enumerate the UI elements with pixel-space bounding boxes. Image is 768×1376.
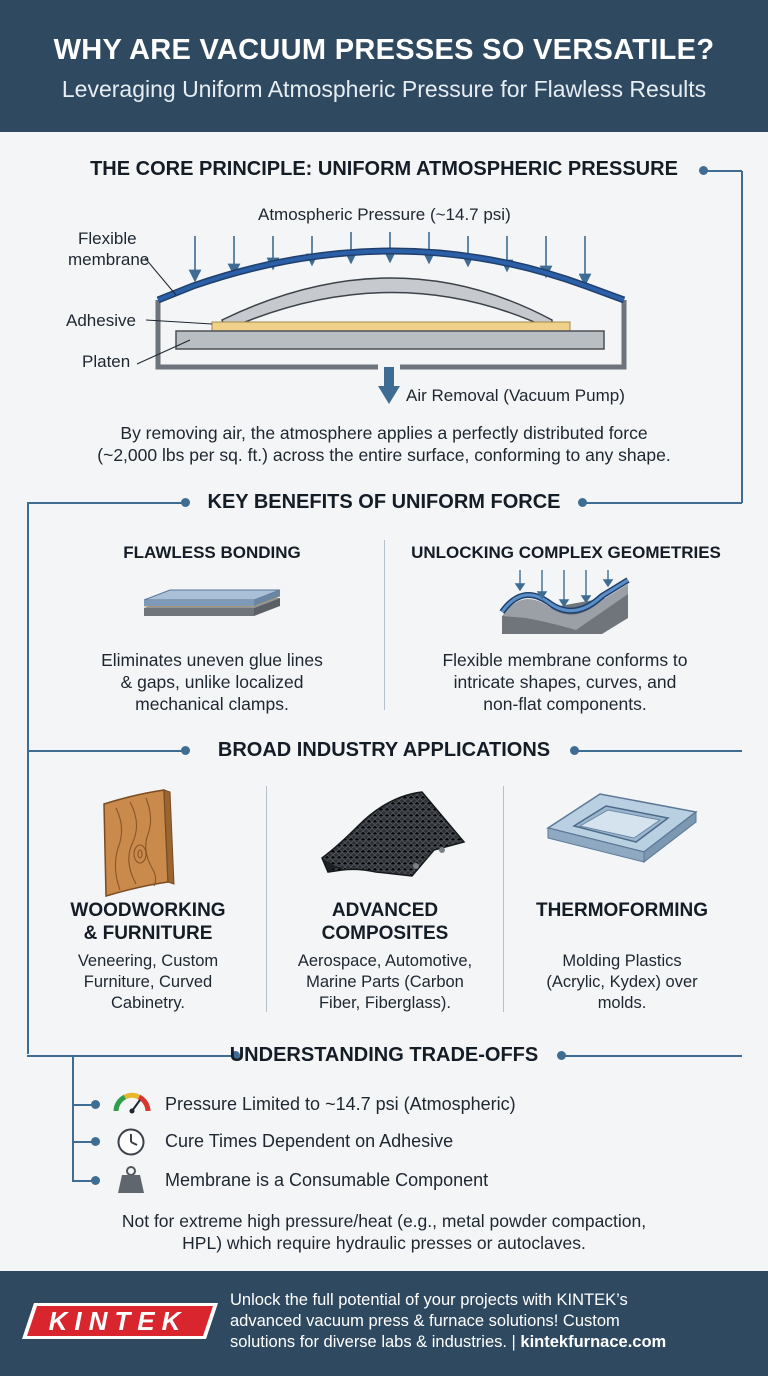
benefit-title-bonding: FLAWLESS BONDING (123, 543, 301, 562)
benefits-title-dot-right (578, 498, 587, 507)
app-woodworking-name-line2: & FURNITURE (83, 923, 213, 944)
tradeoffs-title-dot-right (557, 1051, 566, 1060)
adhesive-label: Adhesive (66, 311, 136, 330)
weight-icon (118, 1166, 144, 1193)
app-woodworking-desc-line2: Furniture, Curved (83, 973, 213, 991)
flexible-membrane-label-line2: membrane (68, 250, 150, 269)
right-connector-top (705, 170, 742, 172)
apps-line-right (576, 750, 742, 752)
kintek-logo-text: KINTEK (48, 1306, 188, 1336)
apps-divider-1 (266, 786, 267, 1012)
footer-cta-line2: advanced vacuum press & furnace solution… (230, 1312, 620, 1330)
tradeoffs-note-line2: HPL) which require hydraulic presses or … (182, 1233, 586, 1253)
footer-cta-line3-text: solutions for diverse labs & industries.… (230, 1333, 521, 1351)
footer-cta-line3: solutions for diverse labs & industries.… (230, 1332, 750, 1353)
app-thermoforming-desc-line1: Molding Plastics (562, 952, 682, 970)
tradeoff-membrane-text: Membrane is a Consumable Component (165, 1170, 489, 1190)
kintek-logo-badge[interactable] (22, 1301, 218, 1341)
air-removal-arrow (378, 386, 400, 404)
benefit-desc-geometries-line1: Flexible membrane conforms to (442, 650, 688, 670)
footer-cta: Unlock the full potential of your projec… (230, 1290, 750, 1353)
right-connector-bottom (585, 502, 742, 504)
vacuum-port (384, 367, 394, 389)
footer-cta-line1: Unlock the full potential of your projec… (230, 1291, 628, 1309)
benefits-title-dot-left (181, 498, 190, 507)
carbon-fiber-part-icon (321, 791, 466, 877)
app-composites-name-line2: COMPOSITES (321, 923, 449, 944)
apps-title-dot-right (570, 746, 579, 755)
app-woodworking-desc-line1: Veneering, Custom (77, 952, 219, 970)
tradeoffs-line-left (27, 1055, 237, 1057)
pressure-arrows (188, 232, 592, 287)
app-thermoforming-desc-line3: molds. (597, 994, 647, 1012)
tradeoffs-title: UNDERSTANDING TRADE-OFFS (229, 1044, 539, 1066)
header-banner: WHY ARE VACUUM PRESSES SO VERSATILE? Lev… (0, 0, 768, 132)
vacuum-press-diagram (136, 232, 627, 404)
website-link[interactable]: kintekfurnace.com (520, 1333, 667, 1351)
air-removal-label: Air Removal (Vacuum Pump) (406, 386, 625, 405)
platen (175, 330, 605, 350)
benefit-title-geometries: UNLOCKING COMPLEX GEOMETRIES (411, 543, 721, 562)
thermoformed-tray-icon (546, 793, 698, 864)
app-thermoforming-desc-line2: (Acrylic, Kydex) over (546, 973, 698, 991)
benefit-desc-bonding-line1: Eliminates uneven glue lines (101, 650, 323, 670)
apps-title-dot-left (181, 746, 190, 755)
right-connector-vline (741, 171, 743, 503)
atmospheric-pressure-label: Atmospheric Pressure (~14.7 psi) (258, 205, 511, 224)
app-composites-desc-line2: Marine Parts (Carbon (306, 973, 464, 991)
tradeoff-cure-time-text: Cure Times Dependent on Adhesive (165, 1131, 454, 1151)
app-woodworking-desc-line3: Cabinetry. (111, 994, 185, 1012)
benefit-desc-bonding-line3: mechanical clamps. (135, 694, 289, 714)
applications-title: BROAD INDUSTRY APPLICATIONS (217, 739, 551, 761)
core-principle-title: THE CORE PRINCIPLE: UNIFORM ATMOSPHERIC … (90, 158, 678, 180)
gauge-icon (113, 1092, 151, 1114)
benefit-desc-geometries-line2: intricate shapes, curves, and (453, 672, 677, 692)
complex-geometry-icon (499, 570, 630, 634)
core-title-dot (699, 166, 708, 175)
app-thermoforming-name: THERMOFORMING (535, 900, 709, 921)
tradeoffs-bracket-3 (72, 1180, 94, 1182)
core-description-line2: (~2,000 lbs per sq. ft.) across the enti… (97, 445, 671, 465)
adhesive-layer (211, 321, 571, 332)
flexible-membrane-label-line1: Flexible (78, 229, 137, 248)
apps-divider-2 (503, 786, 504, 1012)
tradeoffs-bullet-1 (91, 1100, 100, 1109)
tradeoffs-bracket-2 (72, 1141, 94, 1143)
left-connector-vline (27, 502, 29, 1054)
left-connector-top (27, 502, 187, 504)
tradeoffs-bullet-2 (91, 1137, 100, 1146)
tradeoff-pressure-text: Pressure Limited to ~14.7 psi (Atmospher… (165, 1094, 516, 1114)
benefit-desc-geometries-line3: non-flat components. (483, 694, 647, 714)
page-subtitle: Leveraging Uniform Atmospheric Pressure … (61, 76, 707, 102)
benefits-title: KEY BENEFITS OF UNIFORM FORCE (207, 491, 561, 513)
benefit-desc-bonding-line2: & gaps, unlike localized (120, 672, 304, 692)
vacuum-chamber-frame (155, 300, 627, 370)
apps-line-left (27, 750, 187, 752)
core-description-line1: By removing air, the atmosphere applies … (120, 423, 648, 443)
app-composites-desc-line1: Aerospace, Automotive, (297, 952, 473, 970)
wood-panel-icon (103, 789, 175, 897)
tradeoffs-note-line1: Not for extreme high pressure/heat (e.g.… (121, 1211, 647, 1231)
tradeoffs-line-right (562, 1055, 742, 1057)
app-woodworking-name-line1: WOODWORKING (70, 900, 226, 921)
app-composites-name-line1: ADVANCED (331, 900, 439, 921)
tradeoffs-title-dot-left (231, 1051, 240, 1060)
tradeoffs-bracket-1 (72, 1104, 94, 1106)
benefits-divider (384, 540, 385, 710)
bonding-layers-icon (143, 589, 281, 616)
page-title: WHY ARE VACUUM PRESSES SO VERSATILE? (53, 34, 715, 66)
app-composites-desc-line3: Fiber, Fiberglass). (318, 994, 452, 1012)
tradeoffs-bullet-3 (91, 1176, 100, 1185)
clock-icon (117, 1128, 145, 1156)
tradeoffs-bracket-vline (72, 1055, 74, 1181)
platen-label: Platen (82, 352, 131, 371)
